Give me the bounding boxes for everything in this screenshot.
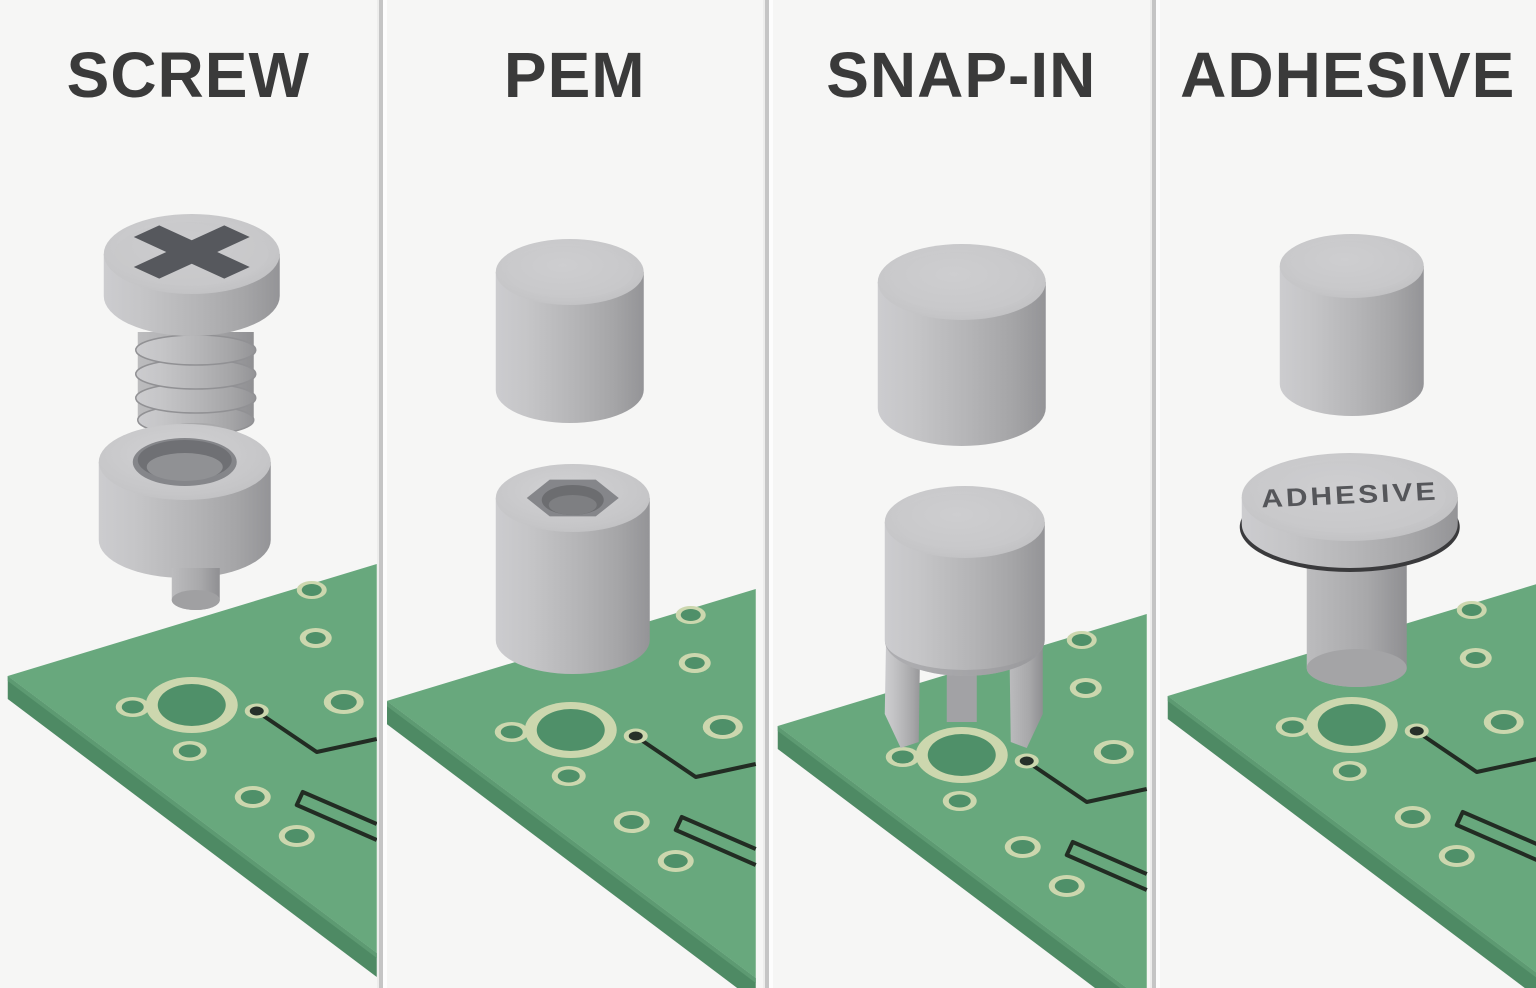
snap-in-spacer-graphic xyxy=(877,244,1046,446)
snap-in-standoff-graphic xyxy=(884,486,1045,748)
screw-illustration xyxy=(5,214,377,979)
panel-divider xyxy=(376,0,387,988)
panel-divider xyxy=(1149,0,1160,988)
phillips-cross-icon xyxy=(133,225,250,279)
panel-title-adhesive: ADHESIVE xyxy=(1180,39,1516,111)
panel-title-screw: SCREW xyxy=(66,39,310,111)
panel-snap-in: SNAP-IN xyxy=(773,0,1150,988)
pem-standoff-graphic xyxy=(495,464,650,674)
panel-title-pem: PEM xyxy=(503,39,646,111)
panel-divider xyxy=(763,0,773,988)
phillips-screw-graphic xyxy=(103,214,280,441)
pem-spacer-graphic xyxy=(495,239,644,423)
pcb-board-graphic xyxy=(5,562,377,979)
pem-illustration xyxy=(386,239,758,988)
snap-in-illustration xyxy=(775,244,1149,988)
panel-title-snap-in: SNAP-IN xyxy=(826,39,1097,111)
panel-screw: SCREW xyxy=(0,0,377,988)
adhesive-spacer-graphic xyxy=(1279,234,1424,416)
panel-pem: PEM xyxy=(386,0,763,988)
adhesive-standoff-graphic: ADHESIVE xyxy=(1239,453,1460,687)
panel-adhesive: ADHESIVE ADHESIVE xyxy=(1159,0,1536,988)
adhesive-illustration: ADHESIVE xyxy=(1165,234,1536,988)
screw-standoff-graphic xyxy=(98,424,271,610)
